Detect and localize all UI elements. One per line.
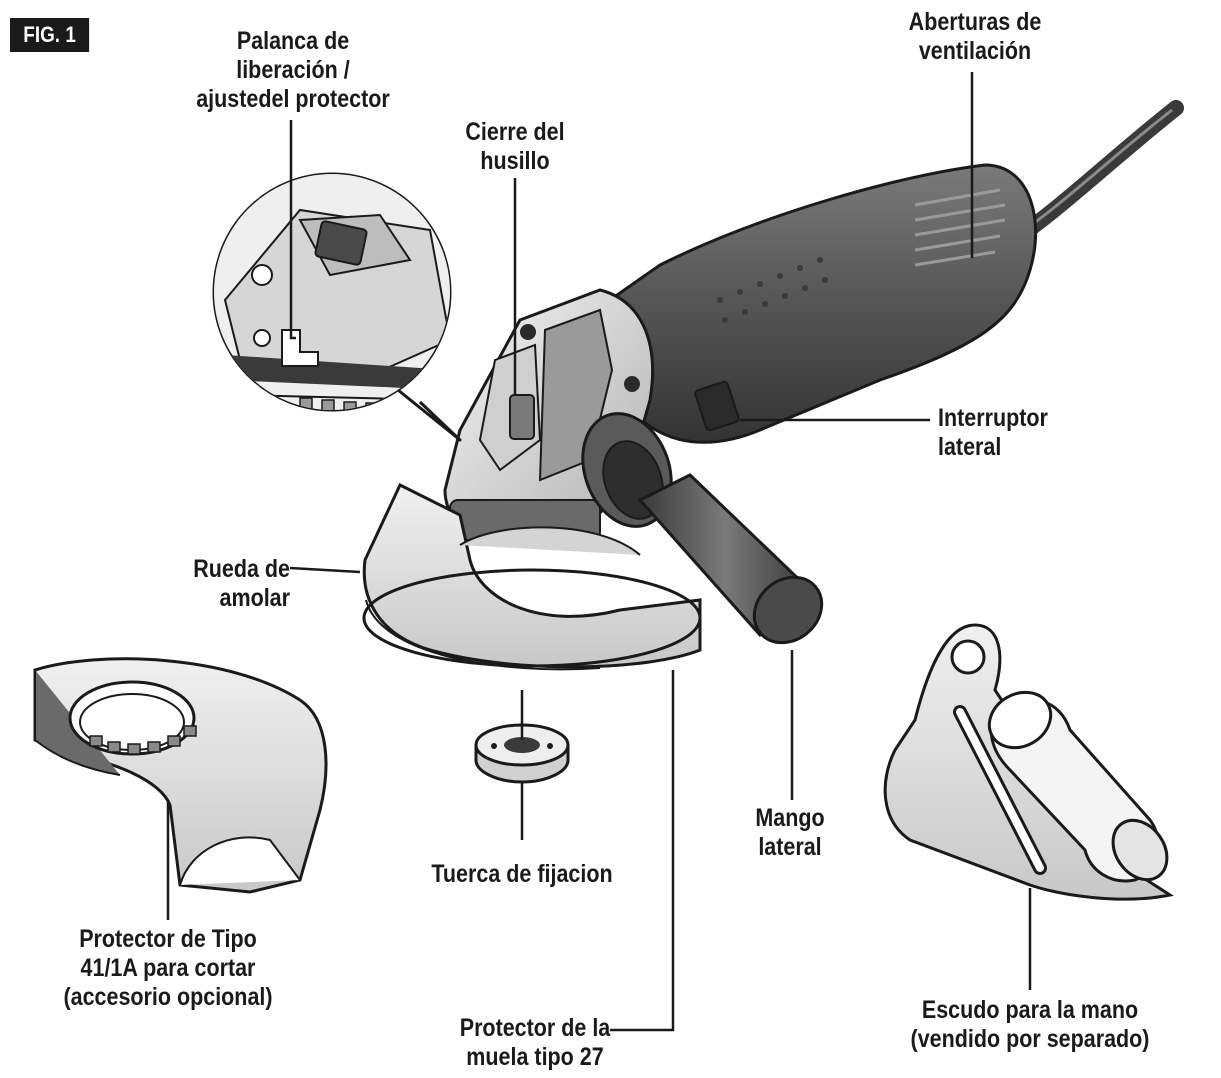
side-handle bbox=[581, 412, 824, 645]
detail-bubble bbox=[212, 172, 462, 442]
label-cutting-guard: Protector de Tipo 41/1A para cortar (acc… bbox=[63, 925, 273, 1011]
label-side-handle: Mango lateral bbox=[755, 804, 825, 861]
grip-dots bbox=[717, 257, 828, 323]
figure-badge: FIG. 1 bbox=[10, 18, 90, 52]
label-spindle-lock: Cierre del husillo bbox=[465, 118, 565, 175]
label-guard-release-lever: Palanca de liberación / ajustedel protec… bbox=[196, 27, 390, 113]
label-type27-guard: Protector de la muela tipo 27 bbox=[459, 1014, 611, 1071]
label-lock-nut: Tuerca de fijacion bbox=[431, 860, 613, 888]
label-grinding-wheel: Rueda de amolar bbox=[193, 555, 290, 612]
cutting-guard-drawing bbox=[33, 657, 328, 894]
leader-grinding-wheel bbox=[289, 566, 361, 574]
hand-shield-drawing bbox=[883, 623, 1174, 901]
type27-guard bbox=[362, 482, 702, 671]
leader-lines bbox=[166, 72, 1032, 1032]
motor-housing bbox=[608, 163, 1038, 444]
leader-type27-guard bbox=[610, 670, 675, 1032]
vent-slots bbox=[914, 188, 1006, 267]
label-hand-shield: Escudo para la mano (vendido por separad… bbox=[910, 996, 1150, 1053]
label-ventilation-openings: Aberturas de ventilación bbox=[908, 8, 1042, 65]
spindle-lock-button bbox=[509, 394, 535, 440]
side-switch bbox=[694, 380, 740, 432]
leader-guard-release-lever bbox=[289, 120, 296, 340]
label-side-switch: Interruptor lateral bbox=[938, 404, 1048, 461]
